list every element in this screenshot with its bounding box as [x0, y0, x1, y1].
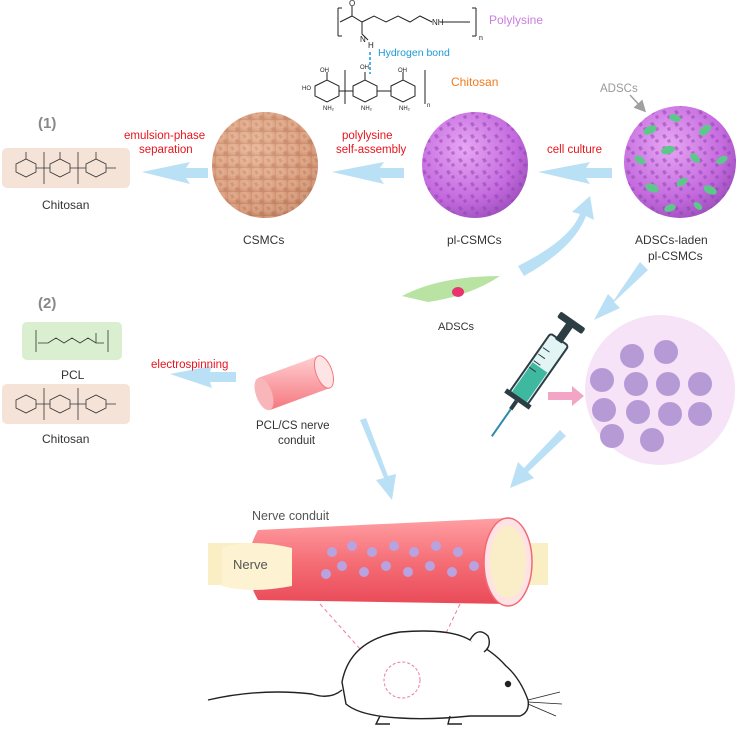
polylysine-n-subscript: n	[479, 35, 483, 42]
conduit-caption-line1: PCL/CS nerve	[256, 420, 330, 432]
polylysine-label: Polylysine	[489, 13, 543, 27]
pink-arrow-to-microcarriers	[548, 386, 584, 406]
chitosan-n-subscript: n	[427, 103, 430, 109]
chitosan-box-1	[2, 148, 130, 188]
adsc-cells-on-sphere	[634, 114, 728, 212]
arrow-step1-a	[142, 162, 208, 184]
pcl-cs-conduit-tube	[254, 355, 335, 411]
chitosan-top-label: Chitosan	[451, 75, 498, 89]
nh2-1: NH₂	[323, 106, 335, 112]
nerve-conduit-body	[248, 518, 531, 604]
csmc-texture	[212, 112, 318, 218]
adscs-laden-line1: ADSCs-laden	[635, 233, 708, 247]
arrow2-label-line2: self-assembly	[336, 144, 407, 156]
arrow-conduit-to-bottom	[360, 418, 396, 500]
ho-1: HO	[302, 86, 311, 92]
oh-1: OH	[320, 68, 329, 74]
arrow2-label-line1: polylysine	[342, 130, 393, 142]
arrow-step1-c	[538, 162, 612, 184]
nh2-2: NH₂	[361, 106, 373, 112]
adscs-pointer-label: ADSCs	[600, 83, 638, 95]
amine-n: N	[360, 35, 366, 44]
nerve-label: Nerve	[233, 557, 268, 572]
nerve-stump	[222, 543, 292, 590]
chitosan-top-structure	[314, 70, 426, 104]
adsc-cell	[402, 276, 500, 302]
curved-arrow-adsc	[518, 196, 594, 276]
adscs-laden-line2: pl-CSMCs	[648, 249, 703, 263]
arrow1-label-line2: separation	[139, 144, 193, 156]
rat-implant-site	[383, 661, 421, 699]
step-2-number: (2)	[38, 295, 56, 312]
nh2-3: NH₂	[399, 106, 411, 112]
electrospinning-label: electrospinning	[151, 359, 228, 371]
adsc-nucleus	[452, 287, 464, 297]
pcl-caption: PCL	[61, 368, 85, 382]
oh-3: OH	[398, 68, 407, 74]
pcl-structure	[35, 330, 109, 352]
chitosan-structure-2	[15, 388, 116, 420]
conduit-inner-nerve	[490, 526, 526, 598]
arrow-injection-to-bottom	[510, 430, 566, 488]
carbonyl-o: O	[349, 0, 355, 8]
rat-illustration	[207, 630, 563, 725]
csmc-caption: CSMCs	[243, 233, 284, 247]
polylysine-nh: NH	[432, 18, 444, 27]
arrow-electrospinning	[170, 366, 236, 388]
pl-csmc-caption: pl-CSMCs	[447, 233, 502, 247]
chitosan-caption-2: Chitosan	[42, 432, 89, 446]
arrow3-label: cell culture	[547, 144, 602, 156]
arrow1-label-line1: emulsion-phase	[124, 130, 205, 142]
step-1-number: (1)	[38, 115, 56, 132]
chitosan-caption-1: Chitosan	[42, 198, 89, 212]
microcarrier-spheres	[590, 340, 712, 452]
amine-h: H	[368, 41, 374, 50]
zoom-line-left	[319, 603, 386, 678]
conduit-microcarriers	[321, 541, 479, 579]
chitosan-structure-1	[15, 152, 116, 184]
pl-csmc-texture	[422, 112, 528, 218]
polylysine-structure	[337, 6, 477, 41]
nerve-conduit-label: Nerve conduit	[252, 509, 330, 523]
chitosan-box-2	[2, 384, 130, 424]
hydrogen-bond-label: Hydrogen bond	[378, 47, 450, 59]
oh-2: OH	[360, 65, 369, 71]
adscs-pointer-arrow	[629, 94, 647, 113]
arrow-down-to-injection	[594, 262, 648, 320]
conduit-caption-line2: conduit	[278, 435, 316, 447]
syringe-icon	[490, 312, 585, 437]
arrow-step1-b	[332, 162, 404, 184]
pcl-box	[22, 322, 122, 360]
adscs-cell-label: ADSCs	[438, 321, 475, 333]
